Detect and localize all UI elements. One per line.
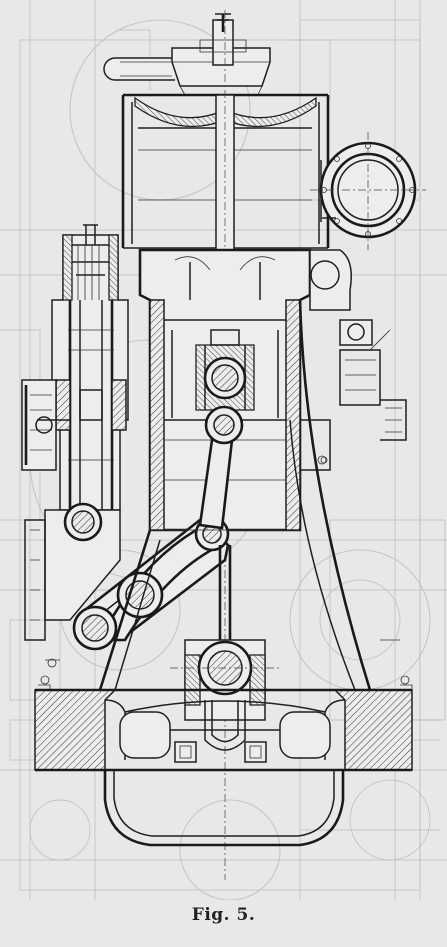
misc-details (45, 329, 400, 668)
scavenge-cylinder (121, 10, 330, 880)
exhaust-pipe (103, 57, 175, 81)
rocker-lever (72, 516, 230, 651)
bedplate (34, 675, 413, 772)
engine-cross-section-drawing (0, 0, 447, 900)
crosshead (195, 329, 255, 411)
top-bracket (171, 13, 271, 96)
figure-caption: Fig. 5. (191, 905, 256, 925)
connecting-rod (198, 405, 244, 640)
main-bearing (170, 639, 280, 751)
exhaust-flange (310, 132, 426, 250)
left-crank (24, 502, 121, 641)
engine-frame (98, 299, 372, 691)
left-pump-column (51, 224, 129, 511)
right-side-fittings (300, 249, 407, 471)
oil-sump (103, 770, 345, 847)
valve-handwheel (21, 379, 70, 471)
